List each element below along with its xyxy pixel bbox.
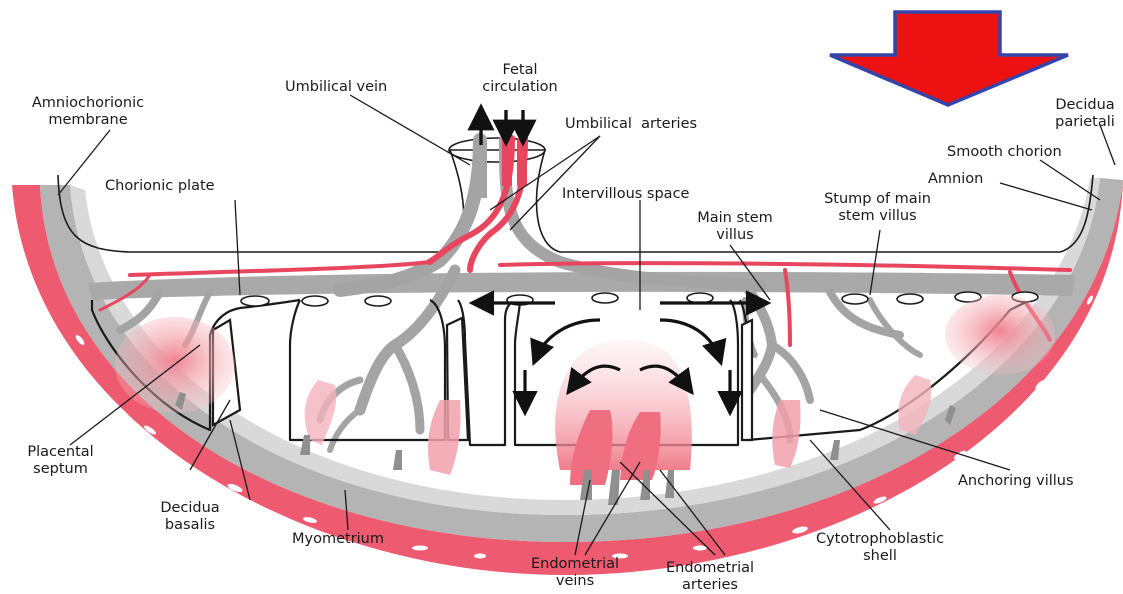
- label-myometrium: Myometrium: [292, 531, 384, 548]
- label-endometrial-arteries: Endometrial arteries: [645, 560, 775, 594]
- label-fetal-circulation: Fetal circulation: [470, 62, 570, 96]
- artery-tree: [100, 138, 1070, 345]
- label-amnion: Amnion: [928, 171, 983, 188]
- label-cytotrophoblastic-shell: Cytotrophoblastic shell: [800, 531, 960, 565]
- label-endometrial-veins: Endometrial veins: [510, 556, 640, 590]
- umbilical-vein-vessel: [474, 138, 487, 198]
- label-amniochorionic-membrane: Amniochorionic membrane: [13, 95, 163, 129]
- label-main-stem-villus: Main stem villus: [680, 210, 790, 244]
- label-anchoring-villus: Anchoring villus: [958, 473, 1074, 490]
- label-intervillous-space: Intervillous space: [562, 186, 689, 203]
- label-smooth-chorion: Smooth chorion: [947, 144, 1062, 161]
- umbilical-artery-vessel-1: [502, 138, 512, 186]
- label-decidua-parietalis: Decidua parietali: [1040, 97, 1123, 131]
- label-placental-septum: Placental septum: [18, 444, 103, 478]
- down-arrow-icon: [830, 12, 1068, 105]
- umbilical-artery-vessel-2: [517, 138, 527, 186]
- label-stump-of-main-stem-villus: Stump of main stem villus: [810, 191, 945, 225]
- label-chorionic-plate: Chorionic plate: [105, 178, 215, 195]
- chorionic-plate: [88, 272, 1075, 300]
- label-umbilical-vein: Umbilical vein: [285, 79, 387, 96]
- label-umbilical-arteries: Umbilical arteries: [565, 116, 697, 133]
- label-decidua-basalis: Decidua basalis: [145, 500, 235, 534]
